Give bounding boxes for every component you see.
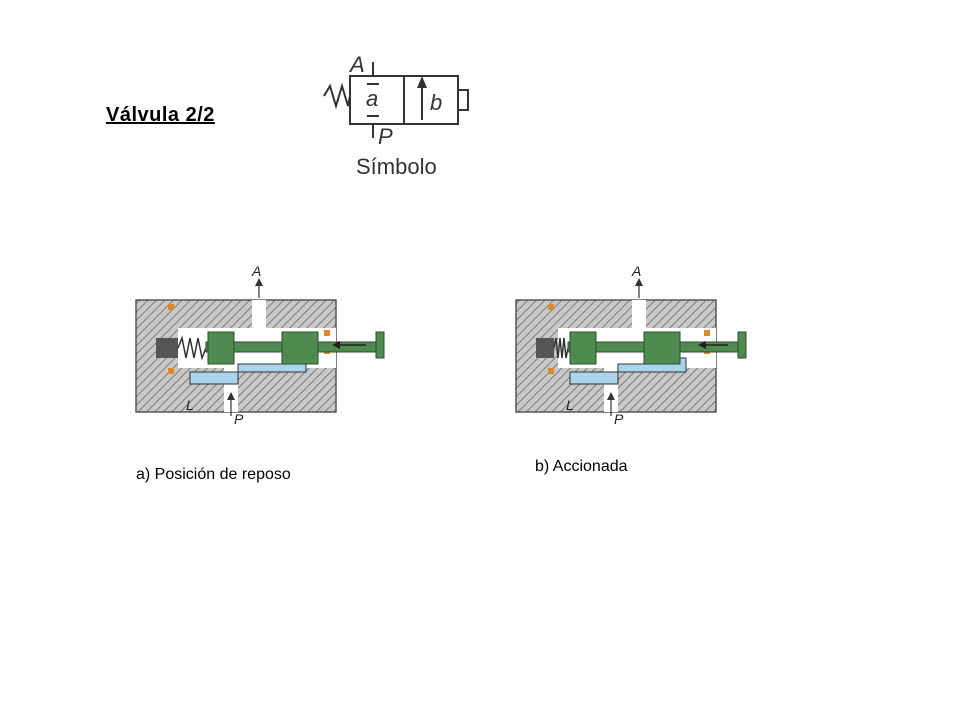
caption-actuated: b) Accionada: [535, 458, 628, 475]
port-a-label: A: [251, 263, 261, 279]
seal: [168, 304, 174, 310]
seal: [324, 330, 330, 336]
seal: [548, 304, 554, 310]
spool-land: [281, 331, 319, 365]
spring-seat: [536, 338, 554, 358]
symbol-arrow-head: [417, 76, 427, 88]
valve-diagram-actuated: A L P: [515, 263, 747, 425]
seal: [704, 330, 710, 336]
port-p-label: P: [614, 411, 624, 425]
seal: [168, 368, 174, 374]
symbol-actuator: [458, 89, 469, 111]
port-a-channel: [632, 300, 646, 330]
actuator-head: [737, 331, 747, 359]
port-p-label: P: [234, 411, 244, 425]
spring-seat: [156, 338, 178, 358]
symbol-port-a: A: [348, 52, 365, 77]
arrow-up-icon: [255, 278, 263, 286]
port-a-channel: [252, 300, 266, 330]
symbol-spring: [323, 82, 351, 110]
arrow-up-icon: [635, 278, 643, 286]
spool-land: [569, 331, 597, 365]
symbol-port-p: P: [378, 124, 393, 149]
actuator-head: [375, 331, 385, 359]
symbol-label: Símbolo: [356, 154, 437, 179]
force-arrow-icon: [332, 341, 340, 349]
page-title: Válvula 2/2: [106, 104, 215, 126]
arrow-up-icon: [607, 392, 615, 400]
valve-diagram-rest: A L P: [135, 263, 385, 425]
spool-land: [643, 331, 681, 365]
valve-symbol: A a b P Símbolo: [323, 52, 469, 179]
arrow-up-icon: [227, 392, 235, 400]
port-l-label: L: [186, 397, 194, 413]
port-a-label: A: [631, 263, 641, 279]
port-l-label: L: [566, 397, 574, 413]
compressed-spring: [553, 337, 569, 359]
symbol-position-b: b: [430, 90, 442, 115]
caption-rest-position: a) Posición de reposo: [136, 466, 291, 483]
force-arrow-icon: [698, 341, 706, 349]
symbol-position-a: a: [366, 86, 378, 111]
spool-land: [207, 331, 235, 365]
return-spring: [177, 335, 207, 361]
seal: [548, 368, 554, 374]
